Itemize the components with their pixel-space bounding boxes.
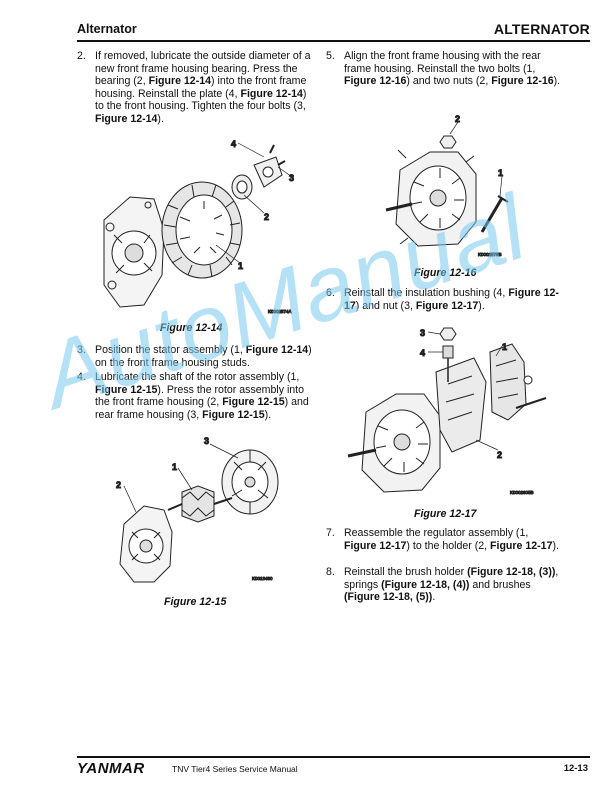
step-text: Reassemble the regulator assembly (1, Fi… bbox=[344, 527, 559, 552]
figure-code: K0002574A bbox=[268, 309, 292, 314]
figure-ref: Figure 12-17 bbox=[344, 287, 559, 312]
step-number: 7. bbox=[326, 527, 335, 539]
figure-ref: Figure 12-15 bbox=[95, 383, 158, 396]
step-text: Reinstall the insulation bushing (4, Fig… bbox=[344, 287, 559, 312]
callout-4: 4 bbox=[420, 348, 425, 358]
figure-ref: Figure 12-15 bbox=[222, 396, 285, 409]
callout-3: 3 bbox=[204, 436, 209, 446]
figure-code: K0002605B bbox=[510, 490, 534, 495]
step-6: 6. Reinstall the insulation bushing (4, … bbox=[326, 287, 562, 312]
manual-title: TNV Tier4 Series Service Manual bbox=[172, 764, 298, 774]
step-text: If removed, lubricate the outside diamet… bbox=[95, 50, 311, 125]
header-rule bbox=[77, 40, 590, 42]
step-8: 8. Reinstall the brush holder (Figure 12… bbox=[326, 566, 562, 604]
figure-12-14-caption: Figure 12-14 bbox=[160, 322, 223, 334]
figure-ref: Figure 12-17 bbox=[415, 299, 479, 312]
figure-ref: Figure 12-17 bbox=[490, 539, 553, 552]
page-number: 12-13 bbox=[563, 763, 588, 774]
step-5: 5. Align the front frame housing with th… bbox=[326, 50, 562, 88]
callout-2: 2 bbox=[455, 114, 460, 124]
callout-2: 2 bbox=[264, 212, 269, 222]
figure-12-15-caption: Figure 12-15 bbox=[164, 596, 227, 608]
callout-2: 2 bbox=[116, 480, 121, 490]
figure-ref: (Figure 12-18, (3)) bbox=[467, 566, 556, 578]
callout-1: 1 bbox=[502, 342, 507, 352]
step-4: 4. Lubricate the shaft of the rotor asse… bbox=[77, 371, 313, 421]
section-title: Alternator bbox=[77, 22, 137, 36]
figure-ref: Figure 12-14 bbox=[95, 112, 158, 125]
figure-code: K0013460 bbox=[252, 576, 273, 581]
callout-1: 1 bbox=[238, 261, 243, 271]
step-text: Align the front frame housing with the r… bbox=[344, 50, 561, 88]
figure-12-15-illustration: 3 1 2 K0013460 bbox=[110, 432, 290, 587]
callout-1: 1 bbox=[498, 168, 503, 178]
step-number: 2. bbox=[77, 50, 86, 62]
step-number: 4. bbox=[77, 371, 86, 383]
step-text: Lubricate the shaft of the rotor assembl… bbox=[95, 371, 309, 421]
figure-12-16-illustration: 2 1 K0002575B bbox=[378, 112, 538, 262]
step-2: 2. If removed, lubricate the outside dia… bbox=[77, 50, 313, 126]
step-number: 5. bbox=[326, 50, 335, 62]
figure-ref: Figure 12-15 bbox=[202, 408, 265, 421]
step-text: Reinstall the brush holder (Figure 12-18… bbox=[344, 566, 559, 604]
figure-12-17-caption: Figure 12-17 bbox=[414, 508, 477, 520]
figure-12-16-caption: Figure 12-16 bbox=[414, 267, 477, 279]
callout-2: 2 bbox=[497, 450, 502, 460]
figure-12-14-illustration: 4 3 2 1 K0002574A bbox=[92, 135, 317, 320]
figure-ref: Figure 12-17 bbox=[344, 539, 407, 552]
brand-logo: YANMAR bbox=[77, 760, 145, 777]
figure-ref: Figure 12-16 bbox=[344, 75, 407, 88]
step-number: 8. bbox=[326, 566, 335, 578]
callout-1: 1 bbox=[172, 462, 177, 472]
callout-4: 4 bbox=[231, 139, 236, 149]
figure-ref: Figure 12-14 bbox=[245, 344, 309, 356]
figure-12-17-illustration: 3 4 1 2 K0002605B bbox=[340, 322, 555, 502]
figure-ref: (Figure 12-18, (5)) bbox=[344, 591, 433, 604]
chapter-title: ALTERNATOR bbox=[493, 21, 590, 37]
figure-ref: Figure 12-16 bbox=[491, 75, 554, 88]
figure-code: K0002575B bbox=[478, 252, 502, 257]
figure-ref: Figure 12-14 bbox=[240, 87, 303, 100]
figure-ref: (Figure 12-18, (4)) bbox=[381, 578, 470, 591]
callout-3: 3 bbox=[289, 173, 294, 183]
step-7: 7. Reassemble the regulator assembly (1,… bbox=[326, 527, 562, 552]
step-number: 3. bbox=[77, 344, 86, 356]
figure-ref: Figure 12-14 bbox=[148, 75, 212, 88]
step-text: Position the stator assembly (1, Figure … bbox=[95, 344, 312, 369]
step-number: 6. bbox=[326, 287, 335, 299]
step-3: 3. Position the stator assembly (1, Figu… bbox=[77, 344, 313, 369]
callout-3: 3 bbox=[420, 328, 425, 338]
footer-rule bbox=[77, 756, 590, 758]
